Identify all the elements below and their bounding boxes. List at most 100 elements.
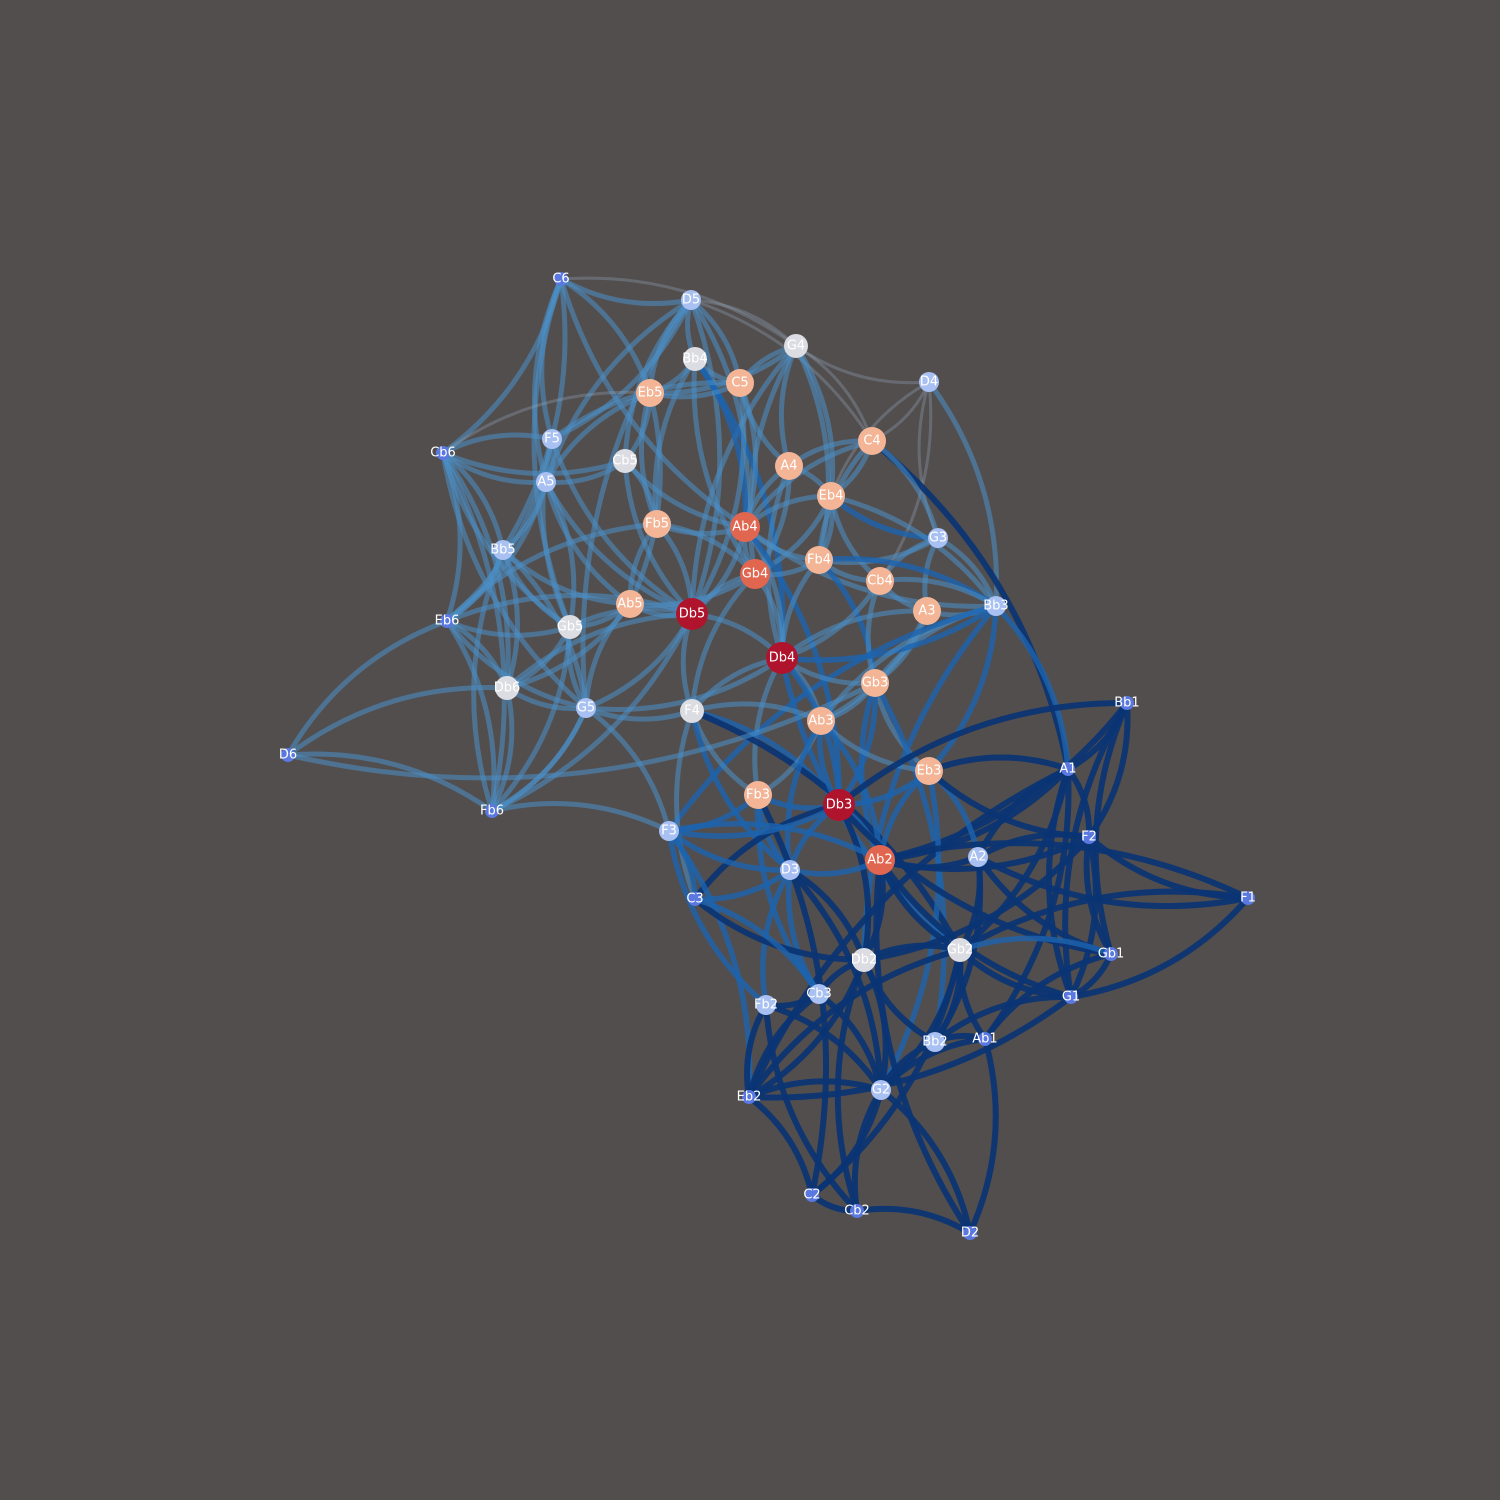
edge-D5-G4	[689, 298, 798, 348]
node-marker	[915, 757, 943, 785]
node-Gb4: Gb4	[740, 559, 770, 589]
node-marker	[805, 1188, 819, 1202]
node-label: Cb5	[612, 454, 638, 469]
node-label: G1	[1062, 990, 1080, 1005]
node-marker	[780, 860, 800, 880]
edge-G1-Bb2	[932, 993, 1074, 1045]
node-label: G4	[787, 339, 805, 354]
node-Ab5: Ab5	[616, 590, 644, 618]
node-marker	[493, 540, 513, 560]
node-Eb2: Eb2	[737, 1090, 762, 1105]
node-A1: A1	[1059, 762, 1076, 777]
node-label: Cb2	[844, 1204, 870, 1219]
node-label: D3	[781, 863, 799, 878]
node-marker	[850, 1204, 864, 1218]
node-Ab3: Ab3	[807, 707, 835, 735]
node-label: Bb4	[682, 352, 707, 367]
node-marker	[643, 510, 671, 538]
node-F2: F2	[1081, 830, 1097, 845]
node-label: Bb1	[1114, 696, 1139, 711]
node-A2: A2	[968, 847, 988, 867]
edge-Eb4-Bb3	[828, 493, 999, 609]
node-label: F1	[1240, 891, 1256, 906]
node-label: C3	[686, 892, 703, 907]
node-label: D6	[279, 748, 297, 763]
node-label: F5	[544, 432, 560, 447]
node-F4: F4	[680, 699, 704, 723]
node-marker	[440, 614, 454, 628]
edge-Fb2-Cb2	[763, 1002, 860, 1214]
node-label: D4	[920, 375, 938, 390]
edge-Fb6-G5	[489, 705, 589, 814]
node-label: Bb5	[490, 543, 515, 558]
node-label: Cb4	[867, 574, 893, 589]
edge-Gb1-Ab1	[982, 951, 1114, 1042]
edge-Fb6-F3	[489, 801, 672, 834]
edge-F2-G1	[1068, 834, 1099, 1000]
node-Cb3: Cb3	[806, 984, 832, 1004]
node-label: Db2	[851, 953, 878, 968]
node-Ab4: Ab4	[730, 512, 760, 542]
node-Ab1: Ab1	[972, 1032, 997, 1047]
edge-F4-C3	[674, 708, 698, 902]
node-label: D5	[682, 293, 700, 308]
edge-F1-Gb2	[957, 888, 1251, 953]
node-label: Db5	[679, 607, 706, 622]
edge-G4-D4	[794, 344, 931, 385]
node-marker	[775, 452, 803, 480]
edge-Ab1-G2	[878, 1036, 988, 1093]
edge-D4-Bb3	[926, 379, 1000, 609]
node-marker	[1120, 696, 1134, 710]
node-G5: G5	[576, 698, 596, 718]
node-Db2: Db2	[851, 948, 878, 972]
node-marker	[659, 821, 679, 841]
node-label: Db3	[826, 798, 853, 813]
edge-Eb5-A5	[543, 390, 653, 485]
node-marker	[948, 938, 972, 962]
node-Cb6: Cb6	[430, 446, 456, 461]
node-A3: A3	[913, 597, 941, 625]
node-Db3: Db3	[823, 789, 855, 821]
node-label: Eb3	[917, 764, 942, 779]
edge-Eb2-C2	[746, 1094, 815, 1198]
node-label: C2	[803, 1188, 820, 1203]
edge-Ab5-Db6	[504, 601, 633, 691]
edge-F1-G1	[1068, 895, 1251, 1000]
node-label: Db6	[494, 681, 521, 696]
node-F1: F1	[1240, 891, 1256, 906]
node-label: Gb3	[862, 676, 889, 691]
node-marker	[784, 334, 808, 358]
edge-G2-Eb2	[746, 1078, 884, 1100]
node-G2: G2	[871, 1080, 891, 1100]
node-label: Eb2	[737, 1090, 762, 1105]
edge-F3-D3	[666, 828, 793, 873]
edge-A3-Db4	[779, 608, 930, 661]
node-marker	[1061, 762, 1075, 776]
edge-Db3-F3	[666, 802, 842, 839]
node-A4: A4	[775, 452, 803, 480]
node-Eb3: Eb3	[915, 757, 943, 785]
node-marker	[865, 845, 895, 875]
node-marker	[809, 984, 829, 1004]
edge-C6-G4	[559, 276, 798, 348]
edge-Gb5-Fb6	[489, 624, 573, 814]
edge-Cb3-G2	[816, 991, 884, 1093]
node-label: Bb2	[922, 1035, 947, 1050]
edge-Bb3-Eb3	[926, 603, 999, 774]
edge-F2-A2	[975, 831, 1092, 860]
node-F5: F5	[542, 429, 562, 449]
edge-C5-Db5	[689, 380, 747, 617]
node-C2: C2	[803, 1188, 820, 1203]
node-Bb4: Bb4	[682, 347, 708, 371]
node-marker	[542, 429, 562, 449]
node-Cb5: Cb5	[612, 449, 638, 473]
node-marker	[485, 804, 499, 818]
edge-Eb5-Cb6	[441, 390, 652, 455]
node-label: Ab3	[808, 714, 833, 729]
edge-Db3-Gb1	[836, 802, 1114, 957]
node-label: Ab5	[617, 597, 642, 612]
edge-G2-D2	[878, 1087, 973, 1236]
node-label: C5	[731, 376, 748, 391]
node-C4: C4	[858, 427, 886, 455]
edge-Bb5-G5	[500, 547, 589, 711]
